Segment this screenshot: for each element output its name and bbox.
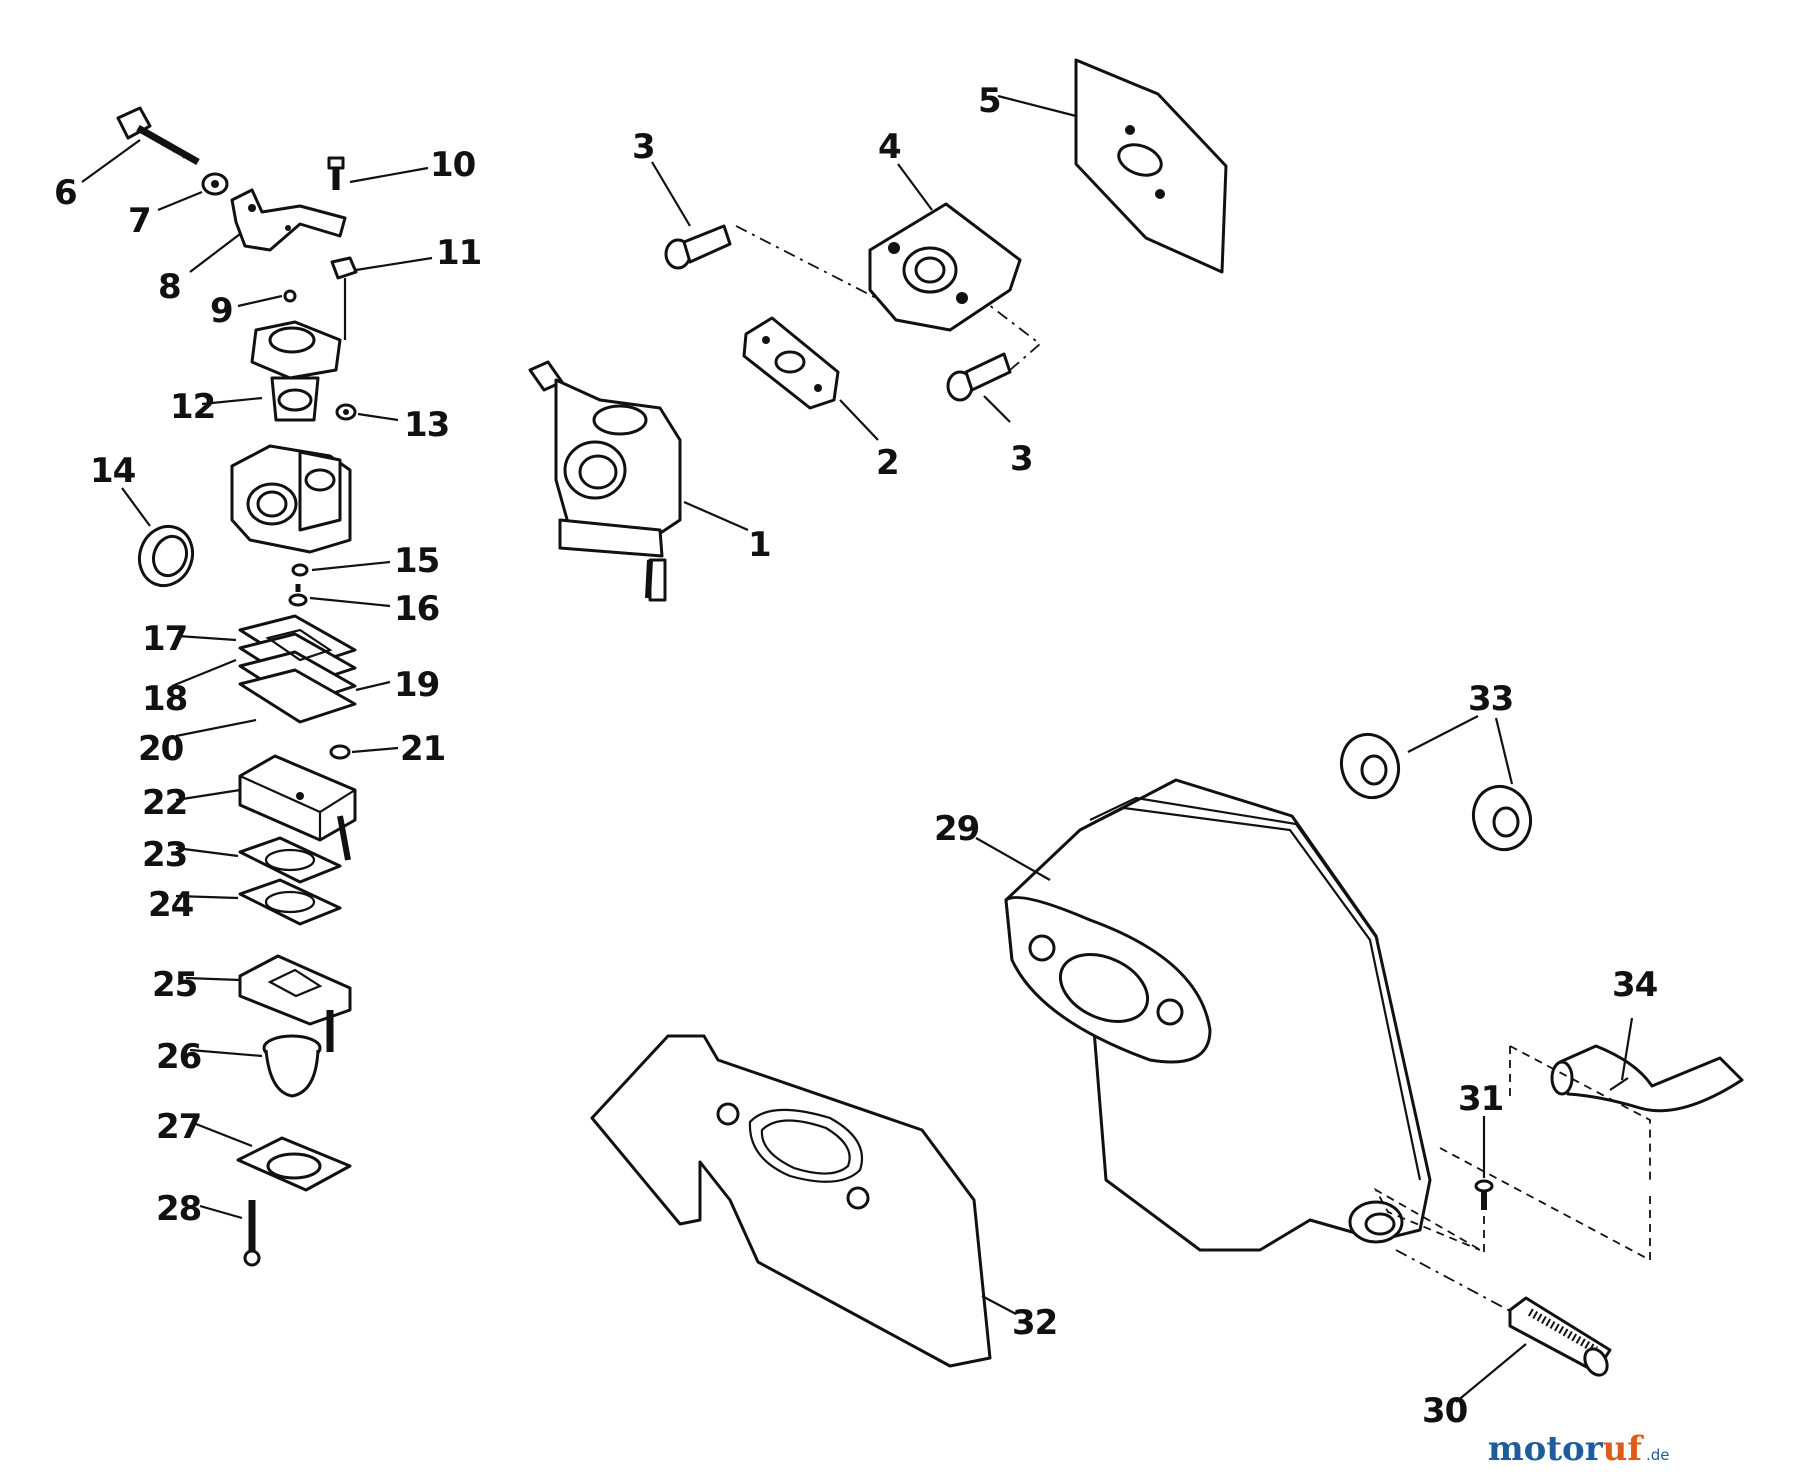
- label-part-25: 25: [152, 965, 197, 1005]
- part-16-screw: [288, 584, 308, 607]
- part-25-cover: [238, 954, 352, 1052]
- svg-text:motoruf: motoruf: [1488, 1429, 1645, 1469]
- part-32-heat-shield: [590, 1034, 992, 1368]
- part-23-gasket: [238, 836, 342, 884]
- part-8-lever-bracket: [230, 188, 347, 252]
- label-part-23: 23: [142, 835, 187, 875]
- part-34-deflector-tube: [1550, 1044, 1744, 1113]
- part-26-primer-bulb: [262, 1034, 322, 1098]
- parts-17-20-gasket-stack: [238, 614, 357, 724]
- part-2-gasket: [742, 316, 840, 410]
- part-15-o-ring: [291, 563, 309, 577]
- label-part-22: 22: [142, 783, 187, 823]
- label-part-15: 15: [394, 541, 439, 581]
- label-part-1: 1: [748, 525, 771, 565]
- part-22-pump-body: [238, 754, 357, 861]
- label-part-31: 31: [1458, 1079, 1503, 1119]
- label-part-11: 11: [436, 233, 481, 273]
- label-part-3-lower: 3: [1010, 439, 1033, 479]
- watermark-part1: motor: [1488, 1429, 1604, 1469]
- part-7-nut: [201, 172, 229, 196]
- label-part-14: 14: [90, 451, 136, 491]
- watermark-part2: uf: [1603, 1429, 1645, 1469]
- label-part-28: 28: [156, 1189, 201, 1229]
- part-28-screw: [243, 1200, 261, 1267]
- label-part-16: 16: [394, 589, 439, 629]
- label-part-20: 20: [138, 729, 184, 769]
- carburetor-body-part: [230, 444, 352, 554]
- part-11-needle: [330, 256, 358, 340]
- part-33-flange-nut-a: [1340, 732, 1400, 800]
- label-part-6: 6: [54, 173, 77, 213]
- label-part-27: 27: [156, 1107, 201, 1147]
- label-part-34: 34: [1612, 965, 1658, 1005]
- leader-lines: [81, 94, 1634, 1403]
- part-3-screw-lower: [946, 352, 1012, 402]
- part-24-diaphragm: [238, 878, 342, 926]
- label-part-12: 12: [170, 387, 215, 427]
- part-13-washer: [335, 403, 357, 421]
- label-part-17: 17: [142, 619, 187, 659]
- label-part-2: 2: [876, 443, 899, 483]
- label-part-4: 4: [878, 127, 901, 167]
- part-6-adjusting-screw: [116, 106, 200, 166]
- watermark-suffix: .de: [1646, 1446, 1670, 1464]
- part-9-ball: [283, 289, 297, 303]
- part-4-intake-adaptor: [868, 202, 1022, 332]
- part-5-gasket-plate: [1074, 58, 1228, 274]
- part-31-screw: [1474, 1179, 1494, 1210]
- part-21-washer: [329, 744, 351, 760]
- part-10-screw: [327, 156, 345, 190]
- part-29-muffler: [1004, 778, 1432, 1252]
- label-part-8: 8: [158, 267, 181, 307]
- part-27-retainer: [236, 1136, 352, 1192]
- label-part-3-upper: 3: [632, 127, 655, 167]
- label-part-32: 32: [1012, 1303, 1057, 1343]
- label-part-7: 7: [128, 201, 151, 241]
- label-part-24: 24: [148, 885, 194, 925]
- part-30-arrestor-tube: [1508, 1296, 1612, 1377]
- watermark-logo: motoruf .de: [1488, 1429, 1670, 1469]
- label-part-10: 10: [430, 145, 476, 185]
- label-part-29: 29: [934, 809, 979, 849]
- part-14-seal-ring: [138, 524, 194, 588]
- label-part-30: 30: [1422, 1391, 1468, 1431]
- label-part-9: 9: [210, 291, 233, 331]
- label-part-13: 13: [404, 405, 449, 445]
- label-part-5: 5: [978, 81, 1001, 121]
- part-labels: 1 2 3 3 4 5 6 7 8 9 10 11 12 13 14 15 16…: [54, 81, 1659, 1431]
- label-part-26: 26: [156, 1037, 201, 1077]
- label-part-19: 19: [394, 665, 439, 705]
- part-1-carburetor-assembly: [528, 360, 682, 602]
- label-part-21: 21: [400, 729, 445, 769]
- label-part-33: 33: [1468, 679, 1513, 719]
- part-3-screw-upper: [664, 224, 732, 270]
- part-33-flange-nut-b: [1472, 784, 1532, 852]
- label-part-18: 18: [142, 679, 187, 719]
- part-12-throttle-body: [250, 320, 342, 422]
